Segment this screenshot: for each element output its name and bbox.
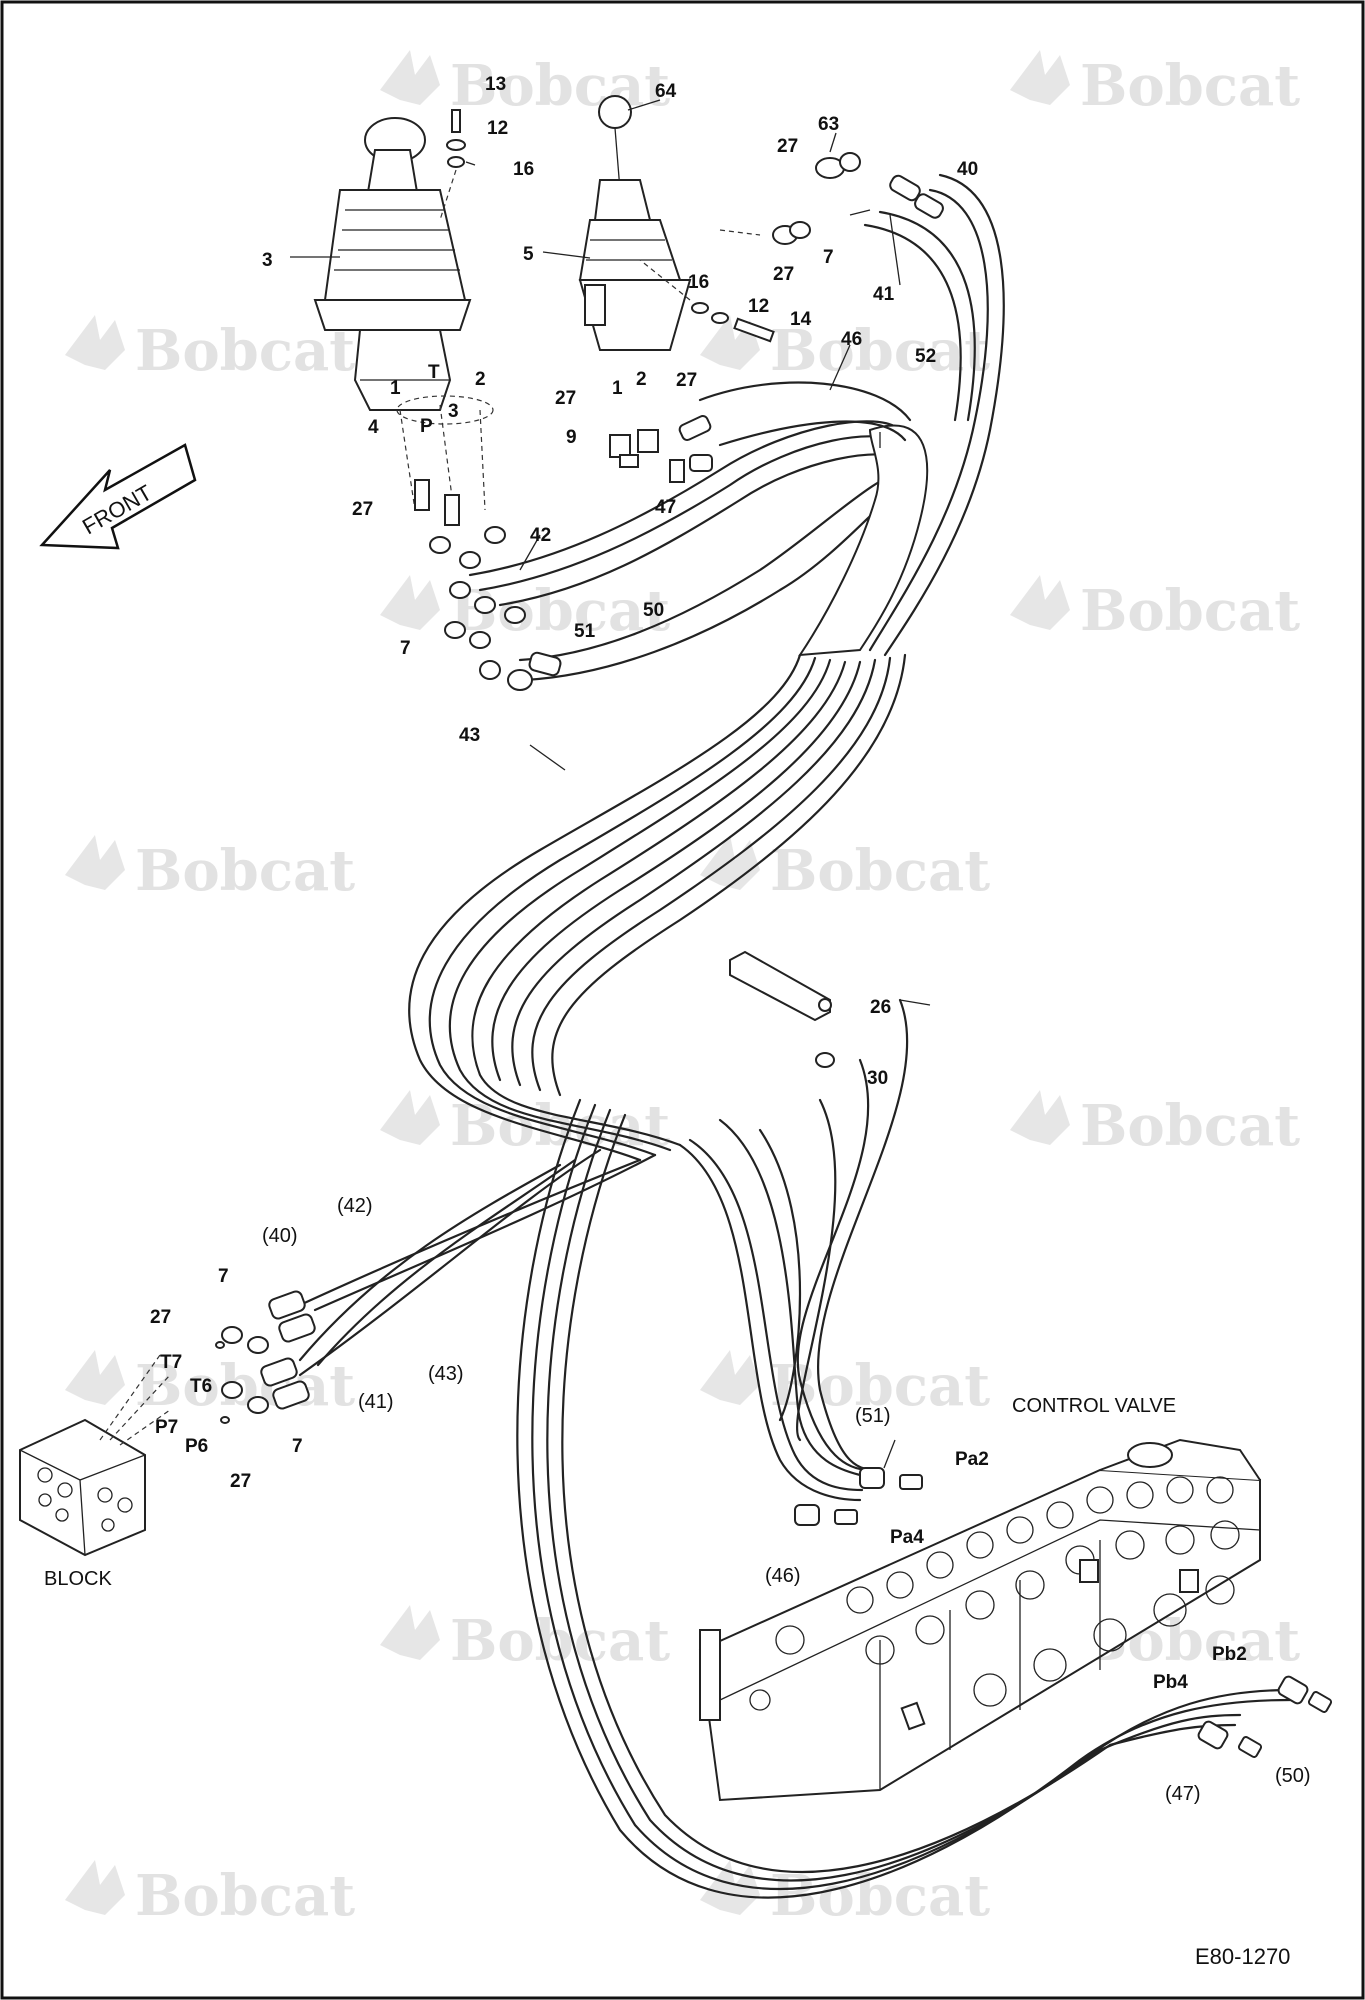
watermark-logo: Bobcat	[1010, 1090, 1300, 1159]
callout-7: 7	[823, 247, 834, 268]
callout-42-ref: (42)	[337, 1195, 373, 1217]
left-joystick	[313, 117, 472, 411]
callout-16: 16	[513, 159, 534, 180]
callout-12: 12	[748, 296, 769, 317]
callout-63: 63	[818, 114, 839, 135]
callout-27: 27	[230, 1471, 251, 1492]
watermark-logo: Bobcat	[700, 835, 990, 904]
callout-42: 42	[530, 525, 551, 546]
block-label: BLOCK	[44, 1568, 112, 1590]
callout-3: 3	[448, 401, 459, 422]
callout-16: 16	[688, 272, 709, 293]
leader-lines	[290, 99, 931, 1469]
watermark-logo: Bobcat	[1010, 575, 1300, 644]
callout-Pb2: Pb2	[1212, 1644, 1247, 1665]
block-manifold	[19, 1354, 171, 1557]
callout-40: 40	[957, 159, 978, 180]
callout-4: 4	[368, 417, 379, 438]
fitting-9	[609, 415, 713, 483]
callout-27: 27	[676, 370, 697, 391]
watermark-logo: Bobcat	[65, 315, 355, 384]
fittings-63-7	[639, 152, 944, 343]
valve-fittings	[794, 1467, 1333, 1758]
callout-51: 51	[574, 621, 596, 642]
callout-13: 13	[485, 74, 506, 95]
callout-P: P	[420, 416, 433, 437]
callout-7: 7	[292, 1436, 303, 1457]
callout-40-ref: (40)	[262, 1225, 298, 1247]
watermark-text: Bobcat	[770, 1863, 990, 1929]
callout-41-ref: (41)	[358, 1391, 394, 1413]
callout-64: 64	[655, 81, 677, 102]
drawing-number: E80-1270	[1195, 1944, 1290, 1969]
watermark-logo: Bobcat	[380, 1605, 670, 1674]
callout-T: T	[428, 362, 440, 383]
callout-50: 50	[643, 600, 664, 621]
callout-3: 3	[262, 250, 273, 271]
callout-P6: P6	[185, 1436, 208, 1457]
callout-30: 30	[867, 1068, 888, 1089]
callout-2: 2	[475, 369, 486, 390]
callout-52: 52	[915, 346, 936, 367]
callout-41: 41	[873, 284, 895, 305]
callout-27: 27	[352, 499, 373, 520]
callout-14: 14	[790, 309, 812, 330]
callout-2: 2	[636, 369, 647, 390]
callout-Pa4: Pa4	[890, 1527, 924, 1548]
callout-27: 27	[555, 388, 576, 409]
watermark-text: Bobcat	[450, 1608, 670, 1674]
callout-T6: T6	[190, 1376, 212, 1397]
watermark-text: Bobcat	[1080, 53, 1300, 119]
callout-labels: 13 12 16 3 64 63 27 40 5 7 27 16 12 14 4…	[44, 74, 1311, 1969]
callout-50-ref: (50)	[1275, 1765, 1311, 1787]
callout-9: 9	[566, 427, 577, 448]
callout-46: 46	[841, 329, 862, 350]
watermark-text: Bobcat	[770, 838, 990, 904]
callout-Pa2: Pa2	[955, 1449, 989, 1470]
right-joystick	[578, 95, 692, 351]
callout-26: 26	[870, 997, 891, 1018]
callout-51-ref: (51)	[855, 1405, 891, 1427]
callout-47: 47	[655, 497, 676, 518]
callout-Pb4: Pb4	[1153, 1672, 1188, 1693]
watermark-logo: Bobcat	[700, 315, 990, 384]
watermark-text: Bobcat	[1080, 1093, 1300, 1159]
callout-P7: P7	[155, 1417, 178, 1438]
watermark-text: Bobcat	[450, 53, 670, 119]
block-fittings	[215, 1290, 316, 1424]
callout-T7: T7	[160, 1352, 182, 1373]
watermark-logo: Bobcat	[700, 1860, 990, 1929]
watermark-text: Bobcat	[135, 838, 355, 904]
callout-27: 27	[777, 136, 798, 157]
watermark-text: Bobcat	[770, 318, 990, 384]
watermark-layer: Bobcat Bobcat Bobcat Bobcat Bobcat Bobca…	[65, 50, 1300, 1929]
callout-43-ref: (43)	[428, 1363, 464, 1385]
callout-47-ref: (47)	[1165, 1783, 1201, 1805]
callout-12: 12	[487, 118, 508, 139]
watermark-text: Bobcat	[135, 1863, 355, 1929]
callout-7: 7	[218, 1266, 229, 1287]
watermark-text: Bobcat	[135, 318, 355, 384]
clamp-26	[729, 950, 835, 1068]
callout-1: 1	[612, 378, 623, 399]
watermark-text: Bobcat	[1080, 578, 1300, 644]
control-valve-label: CONTROL VALVE	[1012, 1395, 1176, 1417]
callout-27: 27	[773, 264, 794, 285]
callout-7: 7	[400, 638, 411, 659]
watermark-logo: Bobcat	[65, 835, 355, 904]
callout-1: 1	[390, 378, 401, 399]
watermark-logo: Bobcat	[1010, 50, 1300, 119]
callout-27: 27	[150, 1307, 171, 1328]
pilot-valve-ports	[396, 395, 562, 691]
control-valve	[698, 1438, 1261, 1802]
callout-46-ref: (46)	[765, 1565, 801, 1587]
hose-bundle	[298, 173, 1292, 1899]
screw-stack	[439, 109, 466, 221]
watermark-logo: Bobcat	[65, 1860, 355, 1929]
callout-5: 5	[523, 244, 534, 265]
callout-43: 43	[459, 725, 480, 746]
